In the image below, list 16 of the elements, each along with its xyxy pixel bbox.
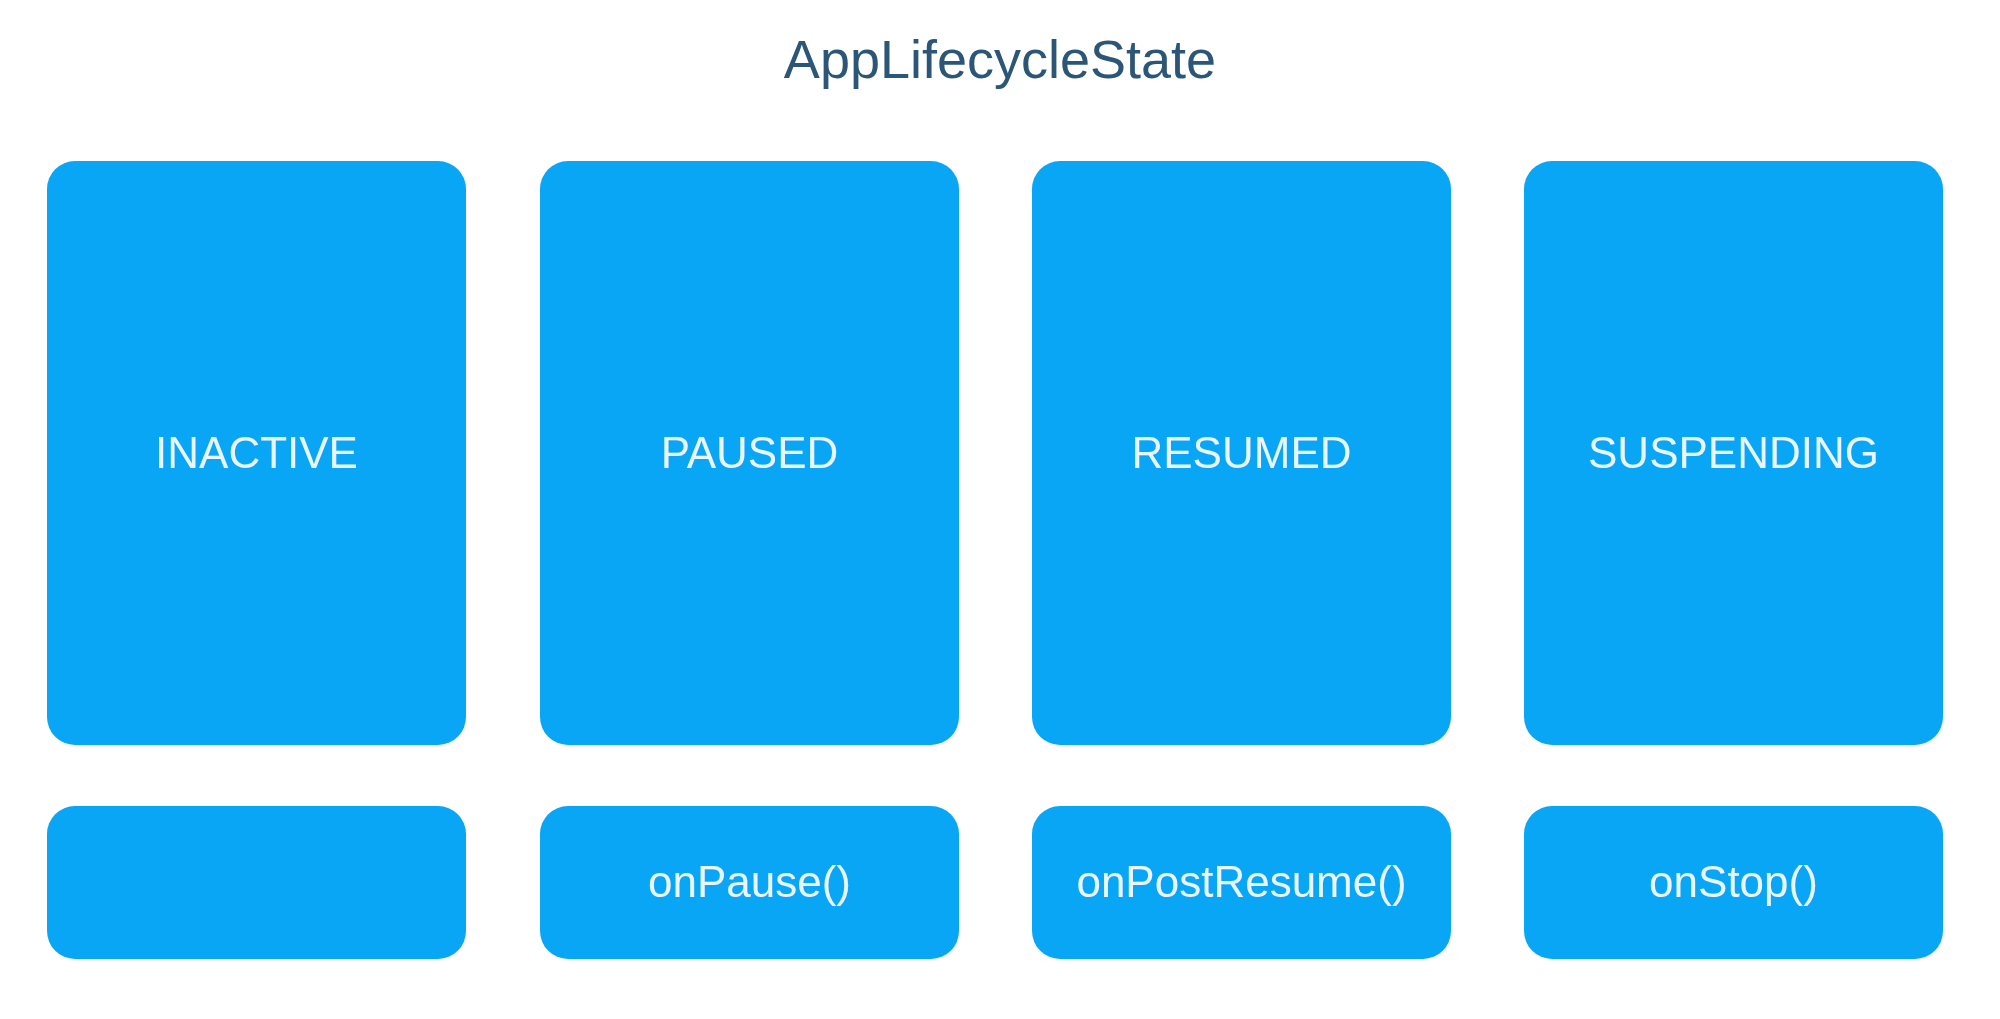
- state-label: SUSPENDING: [1588, 427, 1879, 479]
- state-card: [47, 161, 466, 745]
- callback-card: [1524, 806, 1943, 959]
- state-card: [540, 161, 959, 745]
- callback-label: onStop(): [1649, 857, 1818, 908]
- diagram-title: AppLifecycleState: [783, 28, 1217, 90]
- callback-card: [540, 806, 959, 959]
- state-label: INACTIVE: [155, 427, 358, 479]
- state-label: PAUSED: [660, 427, 839, 479]
- state-card: [1524, 161, 1943, 745]
- callback-label: onPostResume(): [1076, 857, 1407, 908]
- state-card: [1032, 161, 1451, 745]
- state-label: RESUMED: [1131, 427, 1352, 479]
- callback-label: onPause(): [648, 857, 851, 908]
- empty-box: [47, 806, 466, 959]
- callback-card: [1032, 806, 1451, 959]
